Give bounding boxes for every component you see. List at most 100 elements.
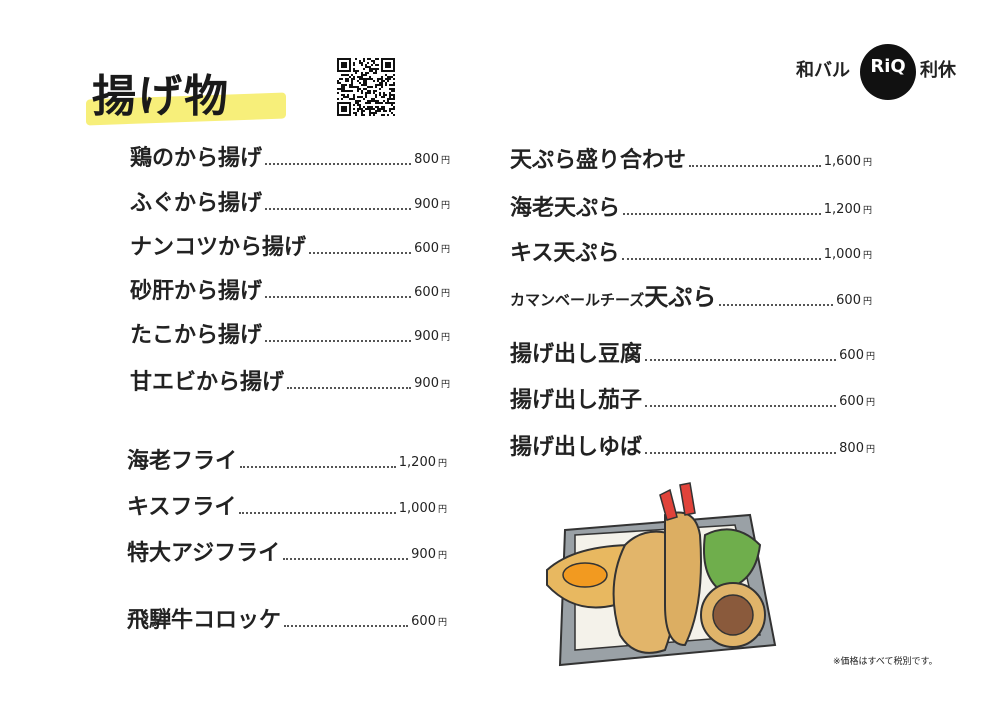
price-value: 600 xyxy=(414,241,439,256)
price-unit: 円 xyxy=(437,618,447,628)
dot-leader xyxy=(265,296,412,298)
price-value: 800 xyxy=(414,152,439,167)
price-unit: 円 xyxy=(862,251,872,261)
item-name-prefix: カマンベールチーズ xyxy=(510,291,645,309)
price-value: 900 xyxy=(414,197,439,212)
price-value: 900 xyxy=(411,547,436,562)
price-unit: 円 xyxy=(437,551,447,561)
item-name: 海老天ぷら xyxy=(510,195,620,223)
price-unit: 円 xyxy=(862,206,872,216)
dot-leader xyxy=(623,213,821,215)
item-name: 揚げ出し茄子 xyxy=(510,387,642,415)
dot-leader xyxy=(283,558,409,560)
item-name-text: 砂肝から揚げ xyxy=(130,279,263,304)
logo-left-text: 和バル xyxy=(796,60,850,81)
dot-leader xyxy=(284,625,409,627)
item-name: たこから揚げ xyxy=(130,322,262,350)
page-title: 揚げ物 xyxy=(92,71,230,122)
price-unit: 円 xyxy=(437,505,447,515)
dot-leader xyxy=(287,387,412,389)
item-name: カマンベールチーズ天ぷら xyxy=(510,283,716,314)
price-value: 1,200 xyxy=(823,202,861,217)
price-value: 600 xyxy=(839,348,864,363)
item-name: 揚げ出し豆腐 xyxy=(510,341,642,369)
price-unit: 円 xyxy=(440,333,450,343)
logo-main-text: RiQ xyxy=(870,56,906,77)
price-unit: 円 xyxy=(440,156,450,166)
price-unit: 円 xyxy=(440,201,450,211)
dot-leader xyxy=(645,452,837,454)
item-name-text: キスフライ xyxy=(127,495,237,520)
dot-leader xyxy=(645,405,837,407)
logo-right-text: 利休 xyxy=(920,60,956,81)
price-value: 1,200 xyxy=(398,455,436,470)
price-unit: 円 xyxy=(865,398,875,408)
item-name-text: たこから揚げ xyxy=(130,323,263,348)
item-name: 特大アジフライ xyxy=(127,540,280,568)
dot-leader xyxy=(265,208,412,210)
price-value: 600 xyxy=(839,394,864,409)
price-value: 1,000 xyxy=(823,247,861,262)
price-unit: 円 xyxy=(862,297,872,307)
item-name-text: 揚げ出し茄子 xyxy=(510,388,643,413)
item-name: 飛騨牛コロッケ xyxy=(127,607,281,635)
logo-circle: RiQ xyxy=(860,44,916,100)
tempura-illustration xyxy=(546,482,777,667)
item-name-text: 飛騨牛コロッケ xyxy=(127,608,282,633)
dot-leader xyxy=(645,359,837,361)
price-value: 600 xyxy=(411,614,436,629)
item-name-text: 揚げ出し豆腐 xyxy=(510,342,643,367)
dot-leader xyxy=(240,466,396,468)
item-name-text: 天ぷら盛り合わせ xyxy=(510,148,687,173)
price-value: 600 xyxy=(414,285,439,300)
title-block: 揚げ物 xyxy=(86,58,286,128)
item-name-text: 甘エビから揚げ xyxy=(130,370,285,395)
dot-leader xyxy=(309,252,412,254)
price-unit: 円 xyxy=(440,245,450,255)
price-unit: 円 xyxy=(865,445,875,455)
item-name: キスフライ xyxy=(127,494,236,522)
price-unit: 円 xyxy=(862,158,872,168)
item-name: キス天ぷら xyxy=(510,240,619,268)
item-name: ナンコツから揚げ xyxy=(130,234,306,262)
item-name-text: 海老フライ xyxy=(127,449,238,474)
item-name: 砂肝から揚げ xyxy=(130,278,262,306)
qr-code[interactable] xyxy=(337,58,395,116)
item-name-text: 特大アジフライ xyxy=(127,541,281,566)
item-name-text: キス天ぷら xyxy=(510,241,620,266)
dot-leader xyxy=(265,340,412,342)
price-value: 1,000 xyxy=(398,501,436,516)
item-name-text: ふぐから揚げ xyxy=(130,191,263,216)
price-unit: 円 xyxy=(437,459,447,469)
item-name: 海老フライ xyxy=(127,448,237,476)
dot-leader xyxy=(689,165,821,167)
price-unit: 円 xyxy=(440,380,450,390)
